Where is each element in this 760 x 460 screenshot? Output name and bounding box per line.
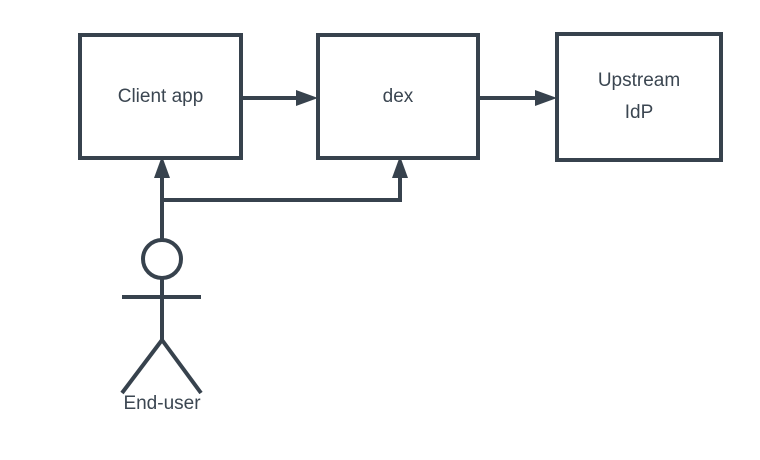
- node-upstream-idp-label-line2: IdP: [625, 102, 654, 123]
- node-upstream-idp-label-line1: Upstream: [598, 70, 680, 91]
- actor-end-user[interactable]: End-user: [120, 238, 203, 414]
- node-client-app[interactable]: Client app: [78, 33, 243, 160]
- edge-end-user-to-client-app[interactable]: [154, 156, 170, 240]
- actor-head-icon: [141, 238, 183, 280]
- edge-dex-to-upstream-idp[interactable]: [478, 90, 557, 106]
- node-dex[interactable]: dex: [316, 33, 480, 160]
- actor-end-user-label: End-user: [123, 393, 201, 414]
- arrowhead-up-dex: [392, 156, 408, 178]
- actor-leg-right-line: [160, 338, 203, 395]
- node-dex-box: [316, 33, 480, 160]
- arrowhead-up-client-app: [154, 156, 170, 178]
- node-upstream-idp[interactable]: Upstream IdP: [555, 32, 723, 162]
- actor-leg-left-line: [120, 338, 164, 395]
- edge-end-user-to-dex[interactable]: [162, 156, 408, 202]
- node-client-app-label: Client app: [118, 86, 204, 107]
- node-dex-label: dex: [383, 86, 414, 107]
- node-upstream-idp-box: [555, 32, 723, 162]
- node-client-app-box: [78, 33, 243, 160]
- arrowhead-right-dex: [296, 90, 318, 106]
- arrowhead-right-upstream-idp: [535, 90, 557, 106]
- edge-line-end-user-to-dex: [162, 172, 402, 202]
- edge-client-app-to-dex[interactable]: [241, 90, 318, 106]
